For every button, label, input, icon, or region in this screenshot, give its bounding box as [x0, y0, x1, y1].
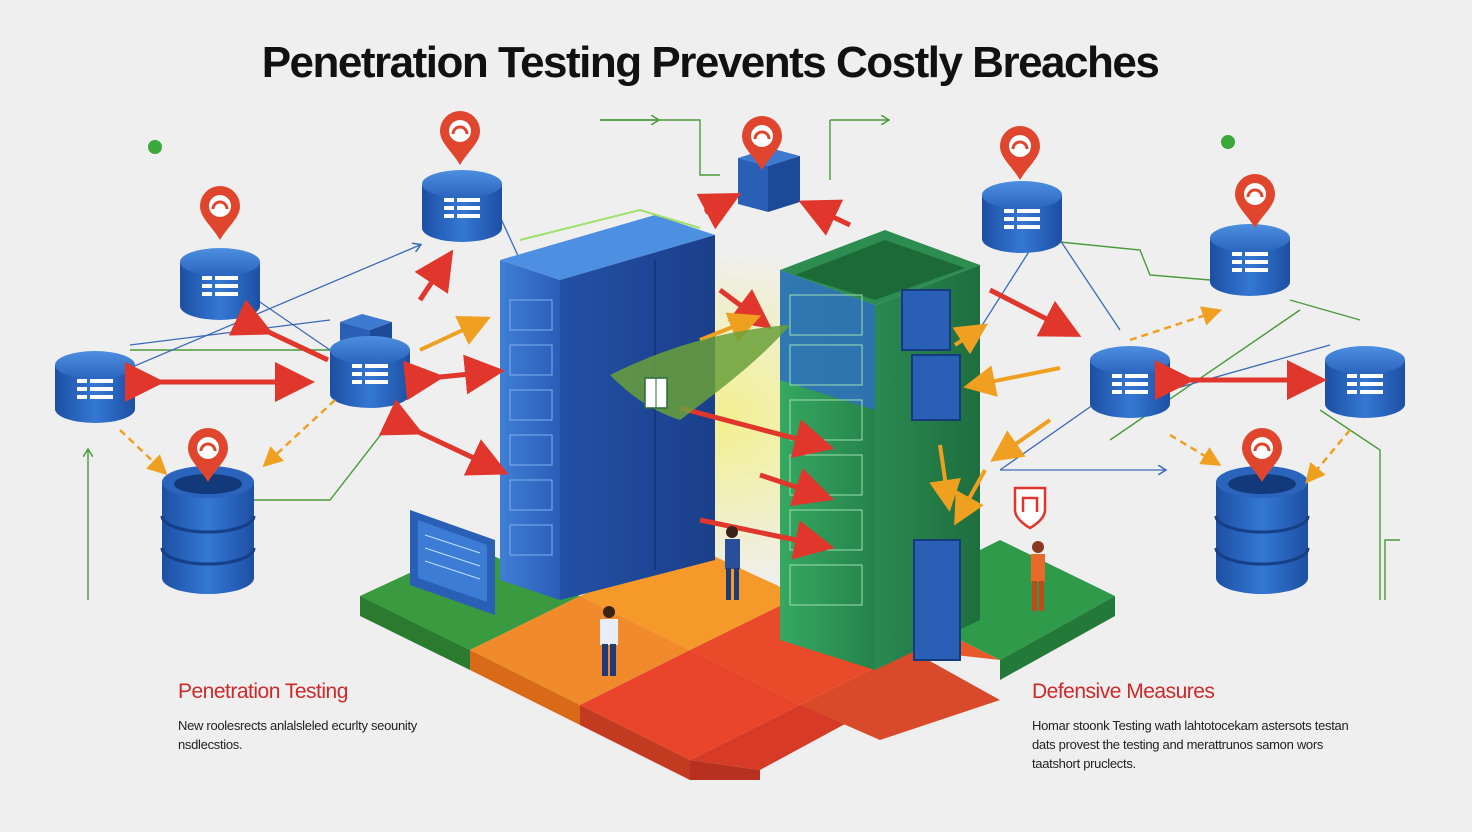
monitor-icon [901, 289, 961, 661]
location-pin-icon [438, 109, 482, 167]
description-line: Homar stoonk Testing wath lahtotocekam a… [1032, 718, 1349, 733]
defensive-measures-heading: Defensive Measures [1032, 680, 1215, 703]
green-server-tower [780, 230, 980, 670]
description-line: New roolesrects anlalsleled ecurlty seou… [178, 718, 417, 733]
database-node-icon [422, 170, 502, 242]
blue-server-tower [500, 208, 715, 600]
flow-arrows [419, 312, 1061, 526]
description-line: taatshort pruclects. [1032, 756, 1136, 771]
penetration-testing-description: New roolesrects anlalsleled ecurlty seou… [178, 716, 478, 754]
person-icon [725, 526, 740, 600]
database-node-icon [1210, 224, 1290, 296]
stacked-database-icon [1214, 464, 1310, 596]
database-node-icon [1090, 346, 1170, 418]
person-icon [1031, 541, 1045, 611]
database-node-icon [1325, 346, 1405, 418]
person-icon [600, 606, 618, 676]
location-pin-icon [998, 124, 1042, 182]
monitor-icon [410, 510, 495, 615]
database-node-icon [55, 351, 135, 423]
page-title: Penetration Testing Prevents Costly Brea… [261, 38, 1160, 87]
description-line: nsdlecstios. [178, 737, 243, 752]
database-node-icon [982, 181, 1062, 253]
location-pin-icon [198, 184, 242, 242]
penetration-testing-heading: Penetration Testing [178, 680, 348, 703]
description-line: dats provest the testing and merattrunos… [1032, 737, 1324, 752]
stacked-database-icon [160, 464, 256, 596]
database-node-icon [180, 248, 260, 320]
status-dot [148, 140, 162, 154]
defensive-measures-description: Homar stoonk Testing wath lahtotocekam a… [1032, 716, 1412, 773]
door-icon [644, 377, 668, 409]
dashed-flow-arrows [119, 306, 1351, 484]
database-node-icon [330, 336, 410, 408]
shield-icon [1013, 486, 1047, 530]
status-dot [1221, 135, 1235, 149]
location-pin-icon [1233, 172, 1277, 230]
